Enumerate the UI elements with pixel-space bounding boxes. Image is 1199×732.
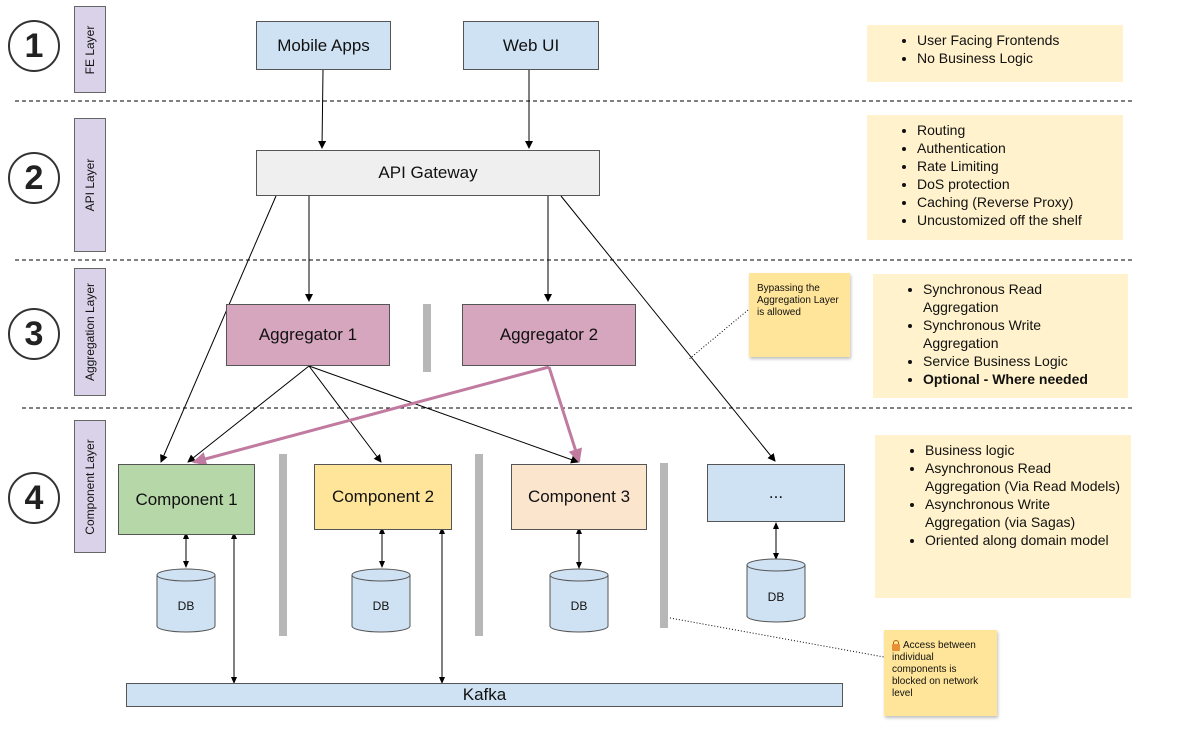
sticky-text: Access between individual components is … xyxy=(892,640,979,699)
db-label: DB xyxy=(767,590,785,604)
api-gateway-node: API Gateway xyxy=(256,150,600,196)
layer-number-1: 1 xyxy=(8,20,60,72)
kafka-bus: Kafka xyxy=(126,683,843,707)
api-layer-notes: Routing Authentication Rate Limiting DoS… xyxy=(867,115,1123,240)
note-item: Caching (Reverse Proxy) xyxy=(917,193,1113,211)
layer-tag-fe: FE Layer xyxy=(74,6,106,93)
layer-number-2: 2 xyxy=(8,152,60,204)
sticky-text: Bypassing the Aggregation Layer is allow… xyxy=(757,283,839,318)
note-item: Synchronous Read Aggregation xyxy=(923,280,1118,316)
layer-tag-component: Component Layer xyxy=(74,420,106,553)
fe-layer-notes: User Facing Frontends No Business Logic xyxy=(867,25,1123,82)
note-item: Service Business Logic xyxy=(923,352,1118,370)
note-item: Business logic xyxy=(925,441,1121,459)
web-ui-node: Web UI xyxy=(463,21,599,70)
note-item: Asynchronous Write Aggregation (via Saga… xyxy=(925,495,1121,531)
layer-number-4: 4 xyxy=(8,472,60,524)
note-item: Synchronous Write Aggregation xyxy=(923,316,1118,352)
db-label: DB xyxy=(177,599,195,613)
note-item-bold: Optional - Where needed xyxy=(923,370,1118,388)
note-item: Routing xyxy=(917,121,1113,139)
layer-number-3: 3 xyxy=(8,308,60,360)
note-item: Asynchronous Read Aggregation (Via Read … xyxy=(925,459,1121,495)
aggregation-layer-notes: Synchronous Read Aggregation Synchronous… xyxy=(873,274,1128,398)
aggregator-1-node: Aggregator 1 xyxy=(226,304,390,366)
bypass-sticky-note: Bypassing the Aggregation Layer is allow… xyxy=(749,273,850,357)
note-item: DoS protection xyxy=(917,175,1113,193)
component-more-node: ... xyxy=(707,464,845,522)
layer-tag-api: API Layer xyxy=(74,118,106,252)
lock-icon xyxy=(892,640,900,651)
note-item: User Facing Frontends xyxy=(917,31,1113,49)
note-item: Rate Limiting xyxy=(917,157,1113,175)
component-2-node: Component 2 xyxy=(314,464,452,530)
mobile-apps-node: Mobile Apps xyxy=(256,21,391,70)
layer-tag-aggregation: Aggregation Layer xyxy=(74,268,106,396)
note-item: Authentication xyxy=(917,139,1113,157)
note-item: No Business Logic xyxy=(917,49,1113,67)
db-label: DB xyxy=(372,599,390,613)
note-item: Uncustomized off the shelf xyxy=(917,211,1113,229)
db-label: DB xyxy=(570,599,588,613)
access-sticky-note: Access between individual components is … xyxy=(884,630,997,716)
component-3-node: Component 3 xyxy=(511,464,647,530)
component-layer-notes: Business logic Asynchronous Read Aggrega… xyxy=(875,435,1131,598)
note-item: Oriented along domain model xyxy=(925,531,1121,549)
component-1-node: Component 1 xyxy=(118,464,255,535)
aggregator-2-node: Aggregator 2 xyxy=(462,304,636,366)
